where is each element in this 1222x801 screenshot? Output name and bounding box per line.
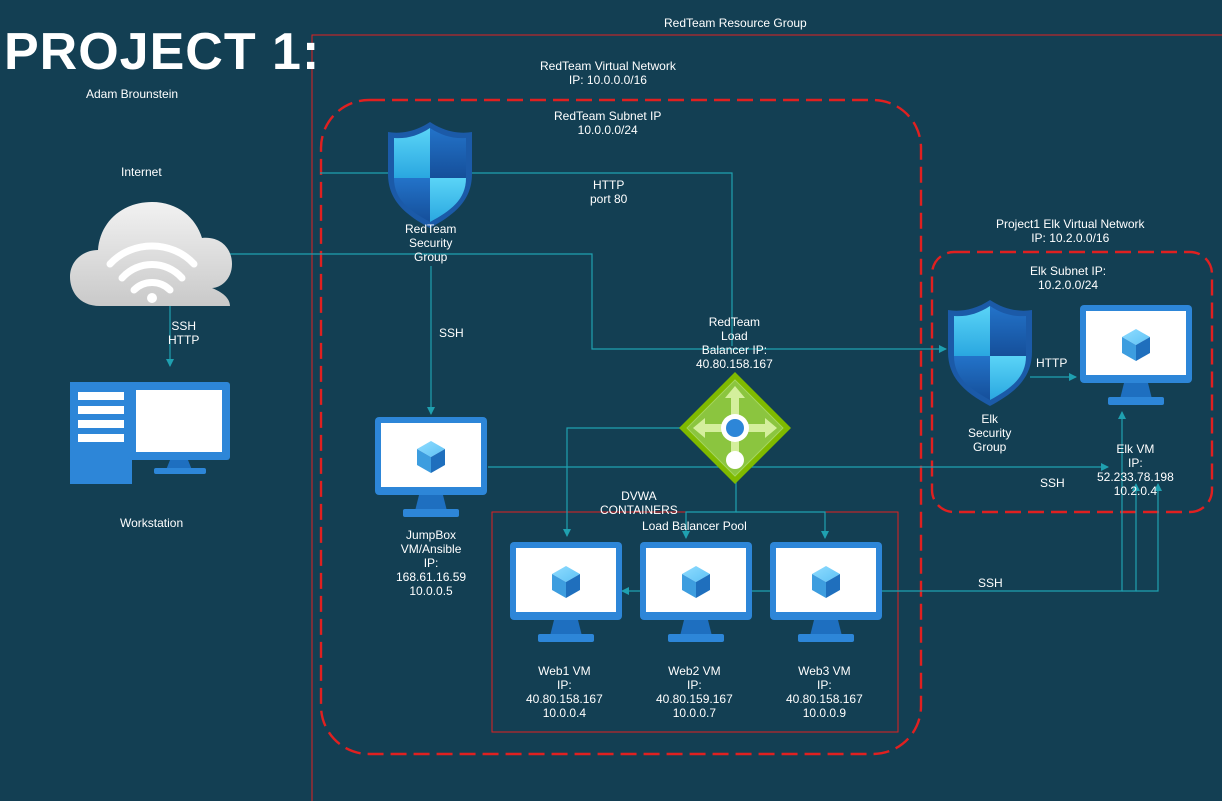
jumpbox-vm-icon (375, 417, 487, 517)
elk-subnet-border (930, 250, 1214, 514)
author-name: Adam Brounstein (86, 87, 179, 101)
web3-vm-icon (770, 542, 882, 642)
web2-vm-icon (640, 542, 752, 642)
pool-label: Load Balancer Pool (642, 519, 747, 533)
elk-nsg-shield-icon (948, 300, 1032, 406)
cloud-wifi-icon (70, 202, 232, 306)
redteam-nsg-shield-icon (388, 122, 472, 228)
connector-lb-web3 (736, 511, 829, 539)
internet-label: Internet (121, 165, 162, 179)
connector-ssh-elk-1 (1122, 483, 1140, 592)
load-balancer-icon (679, 372, 791, 484)
workstation-label: Workstation (120, 516, 184, 530)
elk-http-label: HTTP (1036, 356, 1068, 370)
connector-lb-web2 (682, 478, 737, 539)
connector-internet-to-elk (230, 253, 947, 353)
redteam-subnet-border (319, 98, 923, 756)
elk-vm-icon (1080, 305, 1192, 405)
connector-http-port80 (320, 172, 733, 346)
page-title: PROJECT 1: (4, 23, 321, 81)
connector-lb-web1 (563, 427, 680, 537)
web1-vm-icon (510, 542, 622, 642)
ssh-elk-label: SSH (1040, 476, 1065, 490)
elk-subnet-label: Elk Subnet IP:10.2.0.0/24 (1030, 264, 1107, 292)
resource-group-border (311, 34, 1222, 801)
workstation-icon (70, 382, 230, 484)
ssh-pool-label: SSH (978, 576, 1003, 590)
ssh-jumpbox-label: SSH (439, 326, 464, 340)
resource-group-label: RedTeam Resource Group (664, 16, 807, 30)
connector-ssh-elk-2 (1136, 483, 1162, 592)
